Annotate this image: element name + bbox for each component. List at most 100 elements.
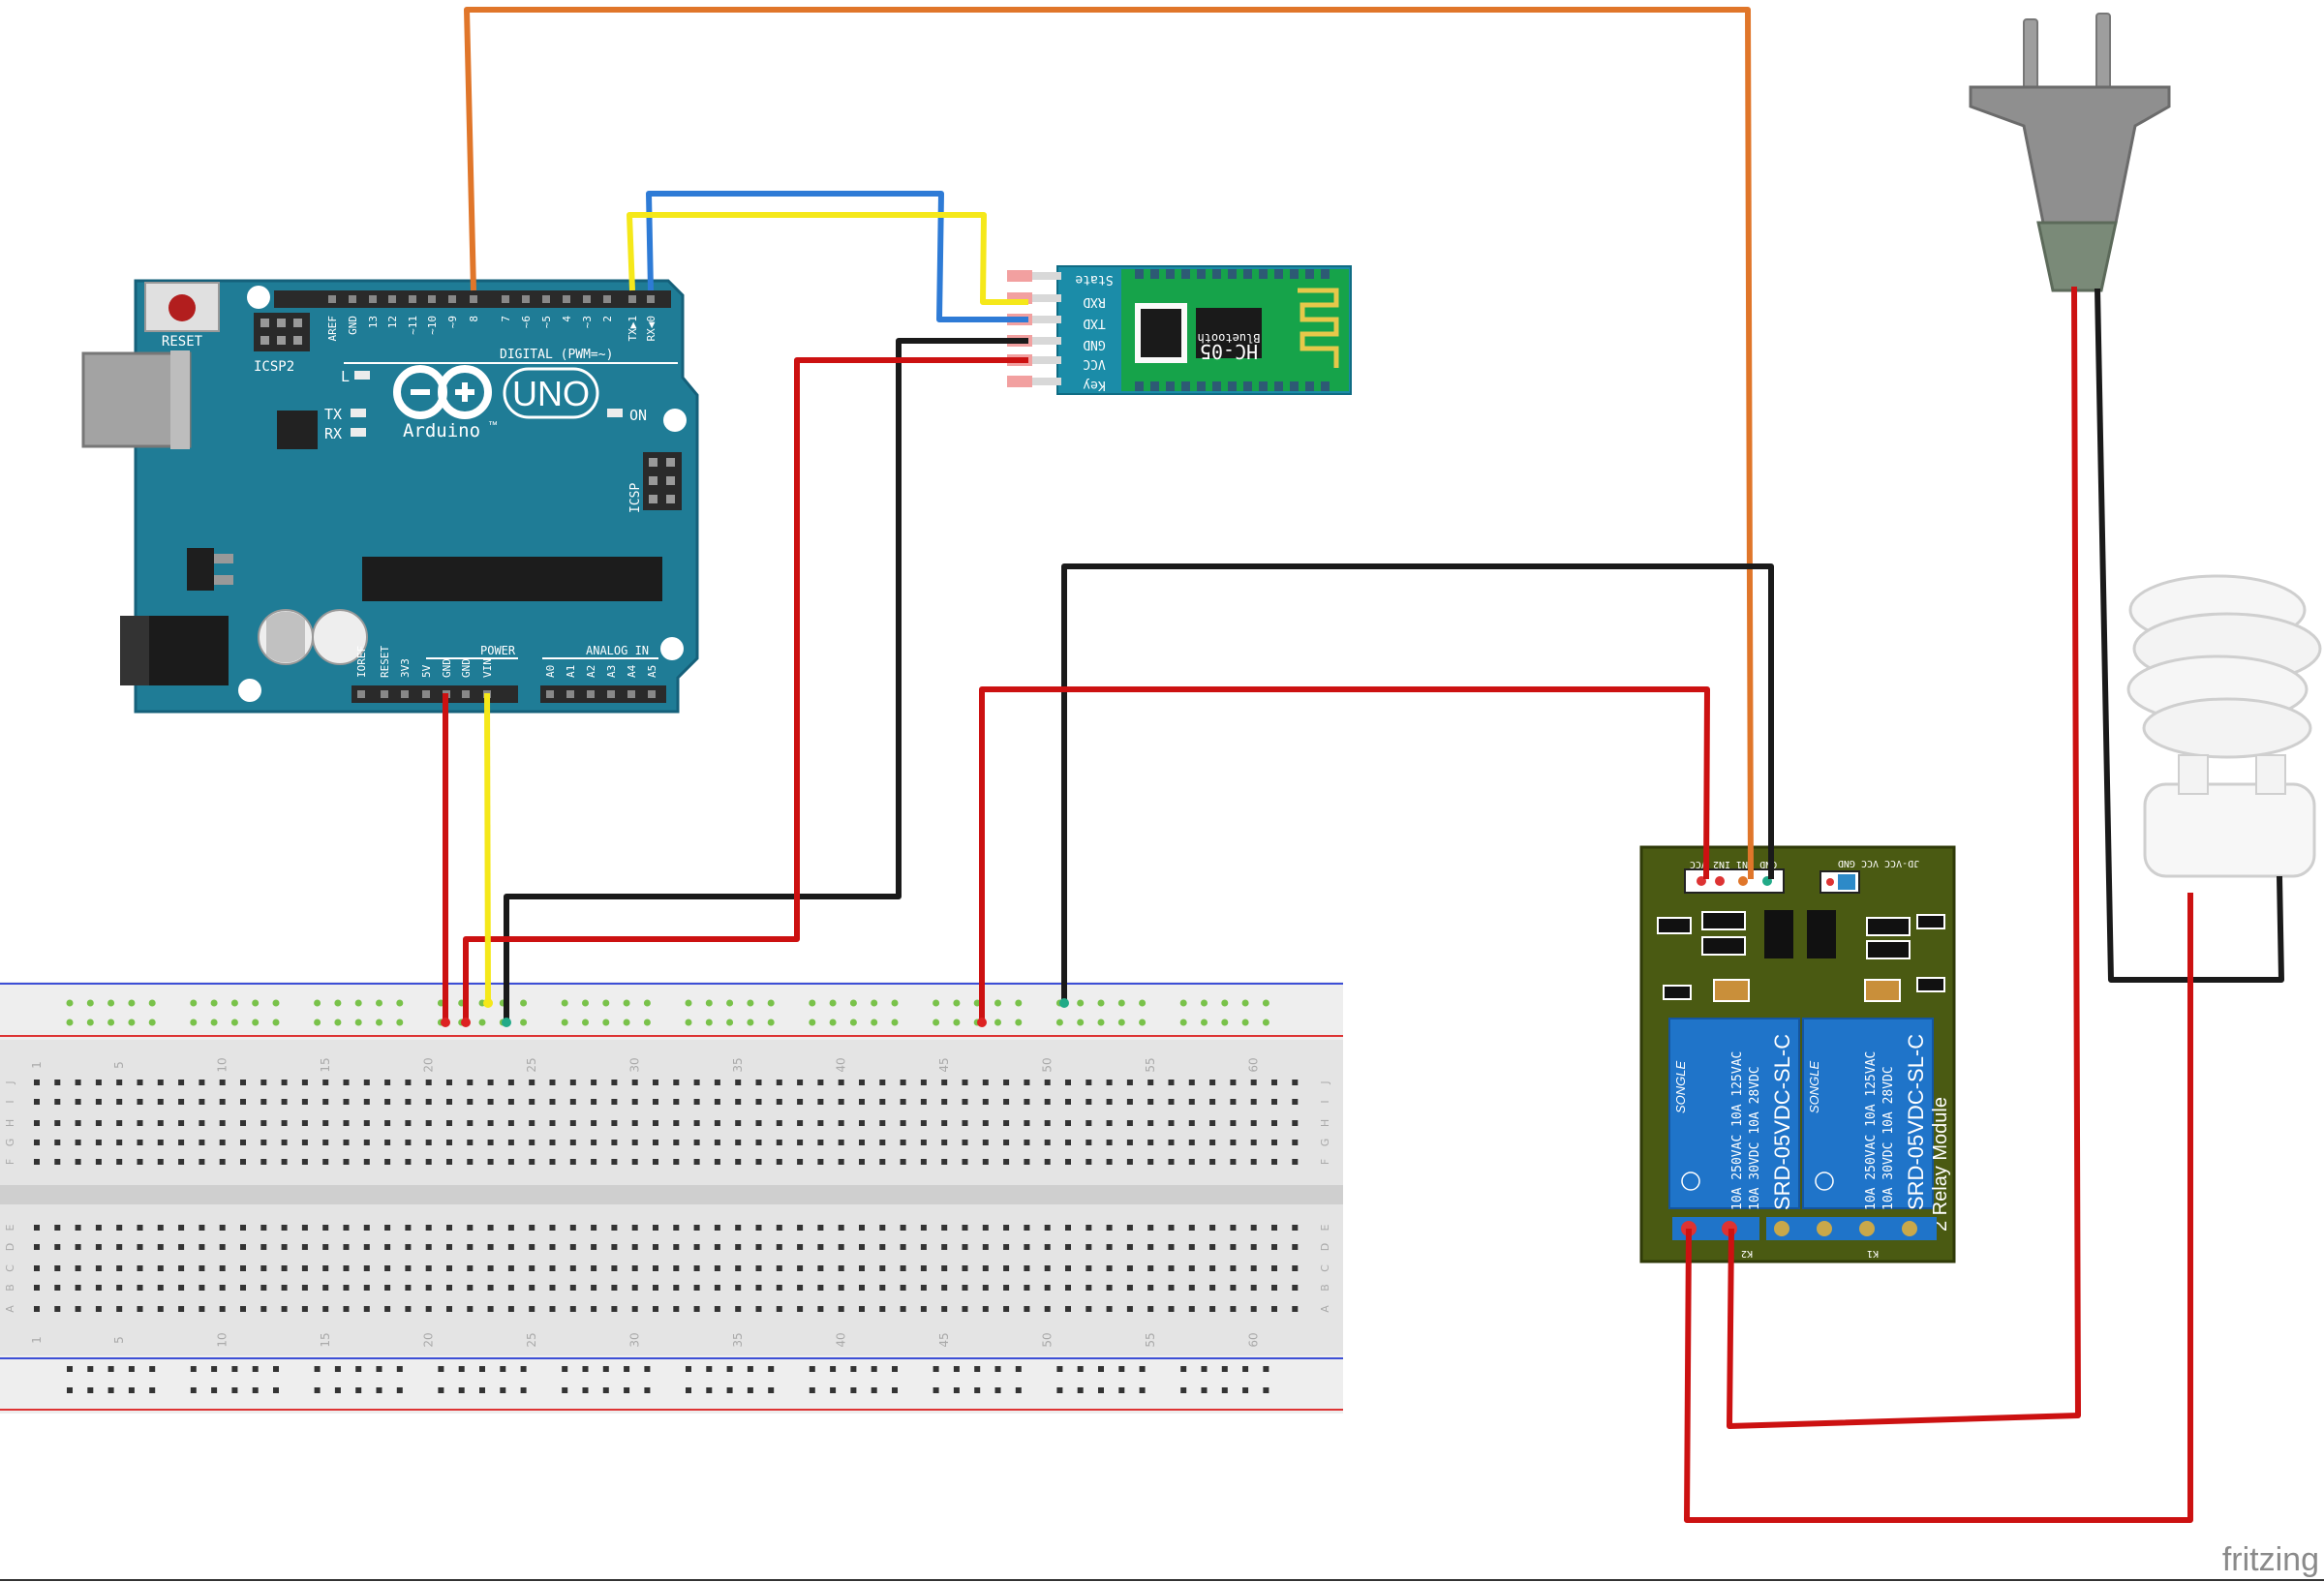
icsp-header bbox=[643, 452, 682, 510]
bb-hole bbox=[260, 1159, 267, 1165]
bb-hole bbox=[797, 1244, 804, 1250]
rail-hole bbox=[994, 1019, 1001, 1026]
wire-red-relay-vcc bbox=[979, 686, 1710, 1022]
rail-hole bbox=[561, 1019, 568, 1026]
rail-hole bbox=[1139, 1387, 1146, 1393]
rail-hole bbox=[974, 1387, 981, 1393]
rail-hole bbox=[1180, 1366, 1187, 1372]
bb-hole bbox=[425, 1265, 432, 1271]
bb-hole bbox=[446, 1244, 452, 1250]
bb-hole bbox=[446, 1140, 452, 1145]
rail-hole bbox=[273, 1366, 279, 1372]
bb-hole bbox=[591, 1225, 597, 1231]
rail-hole bbox=[520, 1366, 527, 1372]
bb-hole bbox=[507, 1265, 514, 1271]
bb-hole bbox=[219, 1080, 226, 1085]
power-pin-label: 3V3 bbox=[399, 658, 412, 678]
bb-hole bbox=[859, 1080, 865, 1085]
bb-hole bbox=[859, 1099, 865, 1105]
bb-hole bbox=[425, 1244, 432, 1250]
bb-col-number: 35 bbox=[731, 1332, 745, 1347]
rail-hole bbox=[974, 1366, 981, 1372]
bt-pin-header bbox=[1032, 356, 1061, 364]
header-pin bbox=[563, 295, 570, 303]
rail-hole bbox=[891, 1019, 899, 1026]
digital-pin-label: ~6 bbox=[520, 316, 533, 328]
bt-model: HC-05 bbox=[1200, 340, 1258, 363]
bb-hole bbox=[900, 1140, 906, 1145]
bb-row-letter: D bbox=[4, 1243, 16, 1251]
bb-hole bbox=[879, 1099, 886, 1105]
rail-hole bbox=[830, 1366, 837, 1372]
bb-hole bbox=[240, 1225, 246, 1231]
bb-hole bbox=[1230, 1285, 1237, 1291]
bb-hole bbox=[797, 1099, 804, 1105]
bb-hole bbox=[301, 1285, 308, 1291]
bb-hole bbox=[260, 1265, 267, 1271]
bb-hole bbox=[425, 1080, 432, 1085]
bb-hole bbox=[982, 1225, 989, 1231]
bb-hole bbox=[653, 1306, 658, 1312]
bb-hole bbox=[529, 1099, 535, 1105]
bb-hole bbox=[755, 1159, 762, 1165]
rail-hole bbox=[1077, 999, 1085, 1007]
bb-hole bbox=[1250, 1159, 1257, 1165]
bb-hole bbox=[137, 1225, 143, 1231]
bb-hole bbox=[363, 1265, 370, 1271]
bb-hole bbox=[714, 1225, 720, 1231]
header-pin bbox=[349, 295, 356, 303]
bb-hole bbox=[116, 1285, 123, 1291]
bb-hole bbox=[1147, 1159, 1154, 1165]
analog-header bbox=[540, 685, 666, 703]
bb-hole bbox=[838, 1244, 844, 1250]
mount-hole bbox=[663, 409, 687, 432]
rail-hole bbox=[1097, 999, 1105, 1007]
bb-hole bbox=[178, 1244, 185, 1250]
bb-hole bbox=[1188, 1306, 1195, 1312]
rail-hole bbox=[128, 999, 136, 1007]
bb-hole bbox=[941, 1120, 948, 1126]
rail-hole bbox=[66, 999, 74, 1007]
bb-hole bbox=[653, 1225, 658, 1231]
rail-hole bbox=[1015, 1366, 1022, 1372]
bb-row-letter: J bbox=[4, 1080, 16, 1084]
bb-hole bbox=[75, 1306, 81, 1312]
bb-hole bbox=[1250, 1225, 1257, 1231]
bb-hole bbox=[34, 1265, 40, 1271]
bb-hole bbox=[137, 1120, 143, 1126]
bt-pad bbox=[1321, 381, 1330, 391]
bb-col-number: 45 bbox=[937, 1057, 951, 1072]
bb-hole bbox=[240, 1265, 246, 1271]
bb-hole bbox=[714, 1140, 720, 1145]
rail-hole bbox=[747, 999, 754, 1007]
rail-hole bbox=[520, 999, 528, 1007]
bb-hole bbox=[425, 1225, 432, 1231]
bb-hole bbox=[1209, 1285, 1216, 1291]
bb-hole bbox=[322, 1140, 329, 1145]
bb-col-number: 20 bbox=[422, 1057, 436, 1072]
bb-hole bbox=[322, 1285, 329, 1291]
bb-hole bbox=[1024, 1140, 1030, 1145]
relay-rating-1: 10A 250VAC 10A 125VAC bbox=[1864, 1051, 1879, 1210]
bb-hole bbox=[467, 1306, 474, 1312]
bb-hole bbox=[1209, 1225, 1216, 1231]
bb-hole bbox=[776, 1225, 782, 1231]
bb-hole bbox=[54, 1225, 61, 1231]
analog-pin-label: A4 bbox=[626, 664, 638, 678]
bb-hole bbox=[116, 1244, 123, 1250]
bb-hole bbox=[735, 1080, 742, 1085]
bb-hole bbox=[900, 1306, 906, 1312]
bb-hole bbox=[631, 1140, 638, 1145]
wire-orange-pin8-relay-in1 bbox=[464, 7, 1754, 880]
bb-hole bbox=[900, 1120, 906, 1126]
bb-hole bbox=[838, 1159, 844, 1165]
digital-pin-label: GND bbox=[347, 316, 359, 335]
bb-hole bbox=[776, 1159, 782, 1165]
bb-hole bbox=[1230, 1099, 1237, 1105]
bb-hole bbox=[611, 1285, 618, 1291]
bb-hole bbox=[95, 1244, 102, 1250]
bb-hole bbox=[240, 1120, 246, 1126]
bt-pin-label: Key bbox=[1083, 378, 1106, 392]
bb-hole bbox=[446, 1306, 452, 1312]
bb-hole bbox=[631, 1120, 638, 1126]
